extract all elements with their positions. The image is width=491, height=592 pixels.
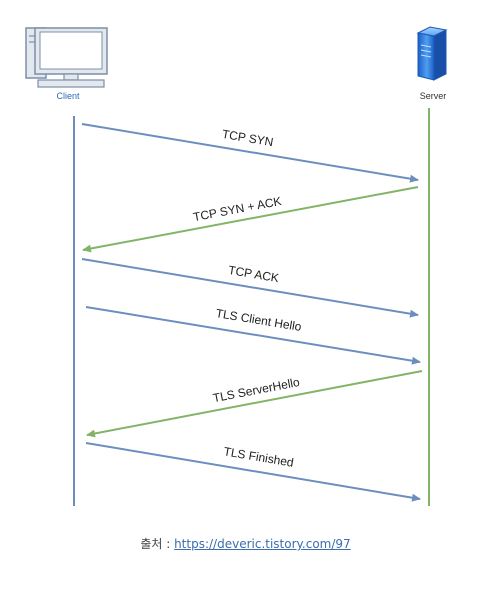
message-label-tls-finished: TLS Finished: [223, 444, 295, 469]
message-arrow-tls-finished: [85, 442, 421, 502]
message-arrow-tls-client-hello: [85, 306, 421, 365]
message-label-tcp-syn-ack: TCP SYN + ACK: [192, 194, 283, 224]
message-arrow-tcp-syn: [81, 123, 419, 183]
message-arrow-tls-serverhello: [86, 370, 423, 438]
client-label: Client: [56, 91, 80, 101]
caption-prefix: 출처 :: [140, 537, 175, 551]
source-caption: 출처 : https://deveric.tistory.com/97: [0, 535, 491, 552]
message-arrow-tcp-ack: [81, 258, 419, 318]
message-label-tcp-syn: TCP SYN: [221, 127, 274, 149]
source-link[interactable]: https://deveric.tistory.com/97: [174, 537, 351, 551]
message-label-tcp-ack: TCP ACK: [227, 263, 280, 285]
server-label: Server: [420, 91, 447, 101]
desktop-computer-icon: [25, 27, 108, 88]
message-arrow-tcp-syn-ack: [82, 186, 419, 253]
server-tower-icon: [416, 26, 448, 81]
message-label-tls-serverhello: TLS ServerHello: [212, 375, 301, 405]
